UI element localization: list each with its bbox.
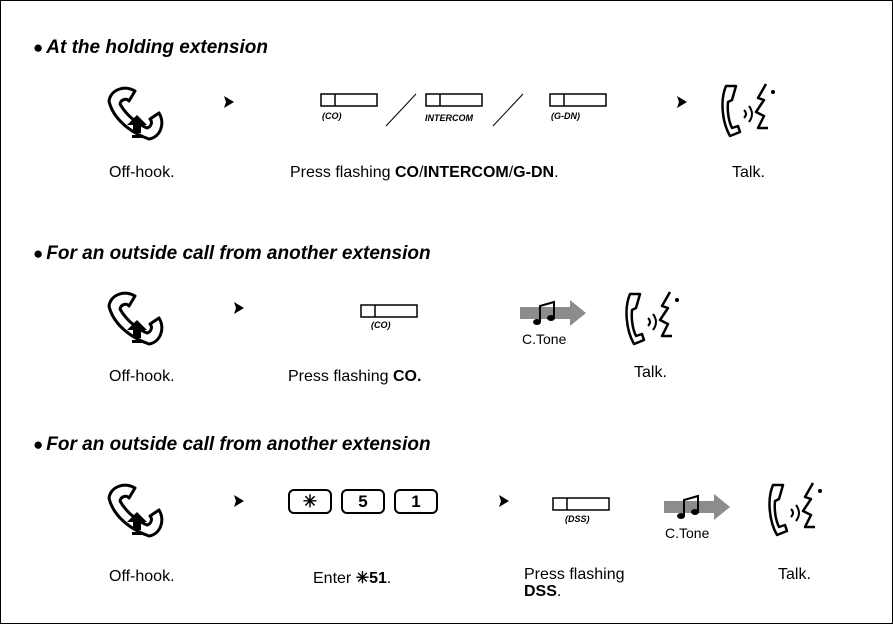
dss-key-label: (DSS) [565,514,590,524]
flow-arrow-icon [675,95,689,109]
talk-icon [622,288,684,346]
flow-arrow-icon [232,494,246,508]
talk-caption: Talk. [778,566,811,583]
confirmation-tone-icon [662,490,734,522]
press-caption: Press flashing CO. [288,368,422,385]
section-heading: ●At the holding extension [33,37,268,58]
confirmation-tone-icon [518,296,590,328]
offhook-caption: Off-hook. [109,568,175,585]
co-key-label: (CO) [371,320,391,330]
dial-key-5: 5 [341,489,385,514]
intercom-button-icon [425,93,483,107]
gdn-button-icon [549,93,607,107]
press-caption: Press flashing CO/INTERCOM/G-DN. [290,164,559,181]
dss-button-icon [552,497,610,511]
section-heading: ●For an outside call from another extens… [33,434,431,455]
slash-divider [384,92,418,128]
bullet-icon: ● [33,244,44,263]
gdn-key-label: (G-DN) [551,111,580,121]
tone-label: C.Tone [665,525,710,541]
tone-label: C.Tone [522,331,567,347]
section-heading: ●For an outside call from another extens… [33,243,431,264]
co-button-icon [360,304,418,318]
handset-offhook-icon [105,288,185,348]
talk-caption: Talk. [634,364,667,381]
talk-icon [765,479,827,537]
handset-offhook-icon [105,480,185,540]
talk-caption: Talk. [732,164,765,181]
slash-divider [491,92,525,128]
dial-key-1: 1 [394,489,438,514]
intercom-key-label: INTERCOM [425,113,473,123]
handset-offhook-icon [105,83,185,143]
co-button-icon [320,93,378,107]
offhook-caption: Off-hook. [109,368,175,385]
talk-icon [718,80,780,138]
flow-arrow-icon [232,301,246,315]
enter-caption: Enter ✳51. [313,570,392,587]
flow-arrow-icon [497,494,511,508]
bullet-icon: ● [33,38,44,57]
flow-arrow-icon [222,95,236,109]
co-key-label: (CO) [322,111,342,121]
dial-key-star: ✳ [288,489,332,514]
bullet-icon: ● [33,435,44,454]
offhook-caption: Off-hook. [109,164,175,181]
